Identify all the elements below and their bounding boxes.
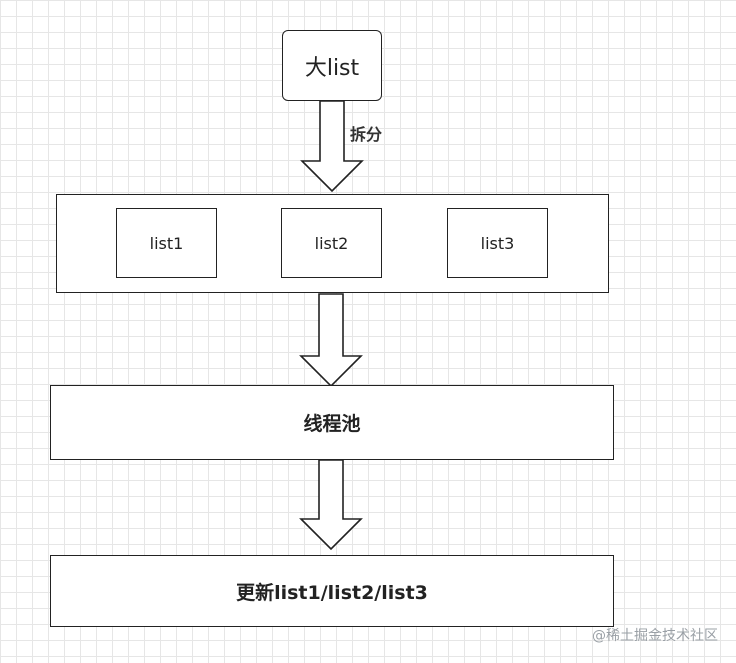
sublist-label-2: list2 — [314, 233, 349, 253]
update-node: 更新list1/list2/list3 — [50, 555, 614, 627]
arrow-top-to-list — [300, 100, 364, 193]
sublist-node-3: list3 — [447, 208, 548, 278]
sublist-node-2: list2 — [281, 208, 382, 278]
big-list-label: 大list — [304, 55, 360, 81]
split-label: 拆分 — [350, 125, 383, 144]
arrow-pool-to-update — [299, 459, 363, 551]
update-label: 更新list1/list2/list3 — [236, 581, 428, 604]
sublist-label-3: list3 — [480, 233, 515, 253]
thread-pool-label: 线程池 — [303, 413, 361, 435]
sublist-node-1: list1 — [116, 208, 217, 278]
big-list-node: 大list — [282, 30, 382, 101]
arrow-list-to-pool — [299, 293, 363, 388]
watermark: @稀土掘金技术社区 — [592, 628, 718, 644]
thread-pool-node: 线程池 — [50, 385, 614, 460]
sublist-label-1: list1 — [149, 233, 184, 253]
